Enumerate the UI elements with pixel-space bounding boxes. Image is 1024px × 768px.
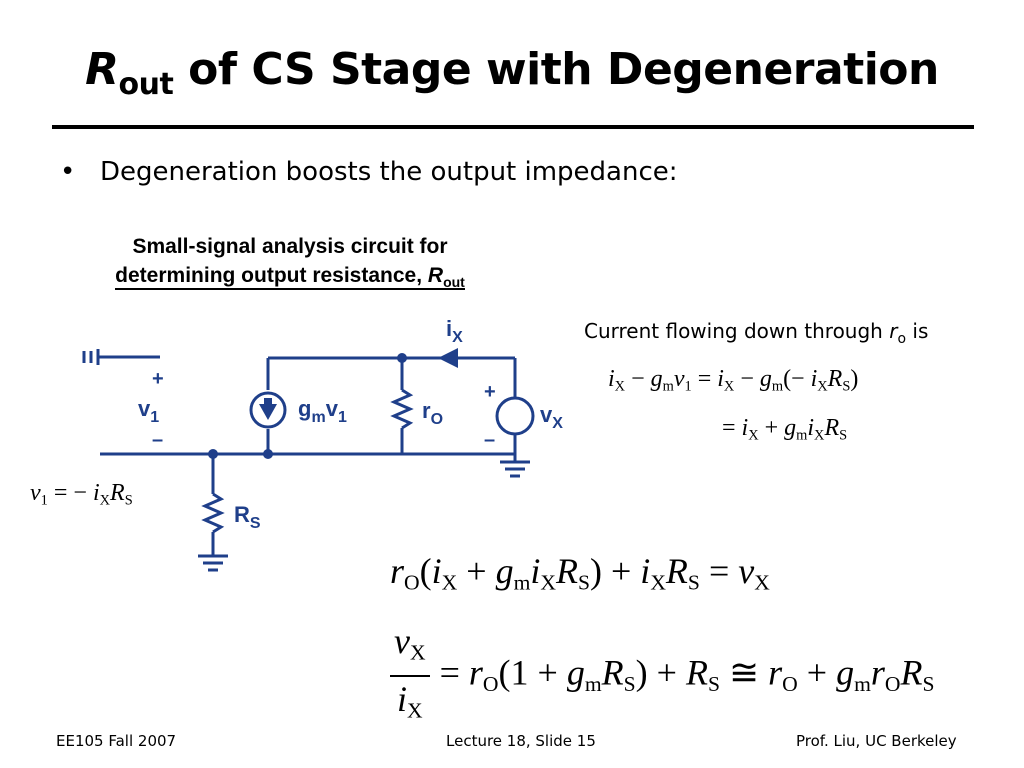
svg-text:v1: v1	[138, 396, 159, 426]
ro-sub: O	[431, 411, 443, 428]
footer-right: Prof. Liu, UC Berkeley	[796, 732, 957, 750]
svg-text:iX: iX	[446, 316, 463, 346]
footer-left: EE105 Fall 2007	[56, 732, 177, 750]
circuit-diagram: iX + v1 – gmv1 rO + vX – RS	[82, 316, 563, 572]
svg-text:RS: RS	[234, 502, 261, 532]
current-caption-tail: is	[906, 319, 929, 343]
caption-line2-wrap: determining output resistance, Rout	[115, 264, 465, 290]
v1-plus: +	[152, 368, 164, 390]
svg-text:gmv1: gmv1	[298, 396, 347, 426]
ix-label: i	[446, 316, 452, 341]
bullet-item: • Degeneration boosts the output impedanc…	[60, 152, 678, 192]
svg-text:rO: rO	[422, 398, 443, 428]
gm-v: v	[326, 396, 339, 421]
caption-line2: determining output resistance,	[115, 264, 428, 287]
caption-r: R	[427, 264, 444, 287]
bullet-text: Degeneration boosts the output impedance…	[100, 157, 678, 187]
svg-text:vX: vX	[540, 402, 563, 432]
current-caption-text: Current flowing down through	[584, 319, 890, 343]
caption-sub: out	[443, 274, 465, 291]
ro-label: r	[422, 398, 431, 423]
gm-sub: m	[311, 409, 325, 426]
title-r: R	[85, 44, 119, 95]
title-rest: of CS Stage with Degeneration	[173, 44, 939, 95]
vx-plus: +	[484, 381, 496, 403]
rs-sub: S	[250, 515, 261, 532]
circuit-caption: Small-signal analysis circuit for determ…	[60, 232, 520, 297]
title-sub: out	[118, 67, 174, 102]
v1-sub: 1	[150, 409, 159, 426]
title-underline	[52, 125, 974, 129]
vx-minus: –	[484, 429, 495, 451]
rs-label: R	[234, 502, 250, 527]
vx-label: v	[540, 402, 553, 427]
slide-title: Rout of CS Stage with Degeneration	[0, 40, 1024, 115]
equation-1: iX − gmv1 = iX − gm(− iXRS)	[608, 366, 859, 395]
equation-2: = iX + gmiXRS	[722, 415, 848, 444]
equation-v1: v1 = − iXRS	[30, 480, 133, 509]
vx-sub: X	[552, 415, 563, 432]
gm-label: g	[298, 396, 311, 421]
ix-sub: X	[452, 329, 463, 346]
bullet-glyph: •	[60, 157, 76, 187]
current-caption: Current flowing down through ro is	[584, 316, 928, 354]
current-caption-sub: o	[897, 331, 907, 347]
footer-center: Lecture 18, Slide 15	[446, 732, 596, 750]
gm-vsub: 1	[338, 409, 347, 426]
current-caption-r: r	[889, 319, 898, 343]
v1-minus: –	[152, 429, 163, 451]
equation-3: rO(iX + gmiXRS) + iXRS = vX	[390, 551, 770, 595]
caption-line1: Small-signal analysis circuit for	[132, 235, 448, 258]
v1-label: v	[138, 396, 151, 421]
